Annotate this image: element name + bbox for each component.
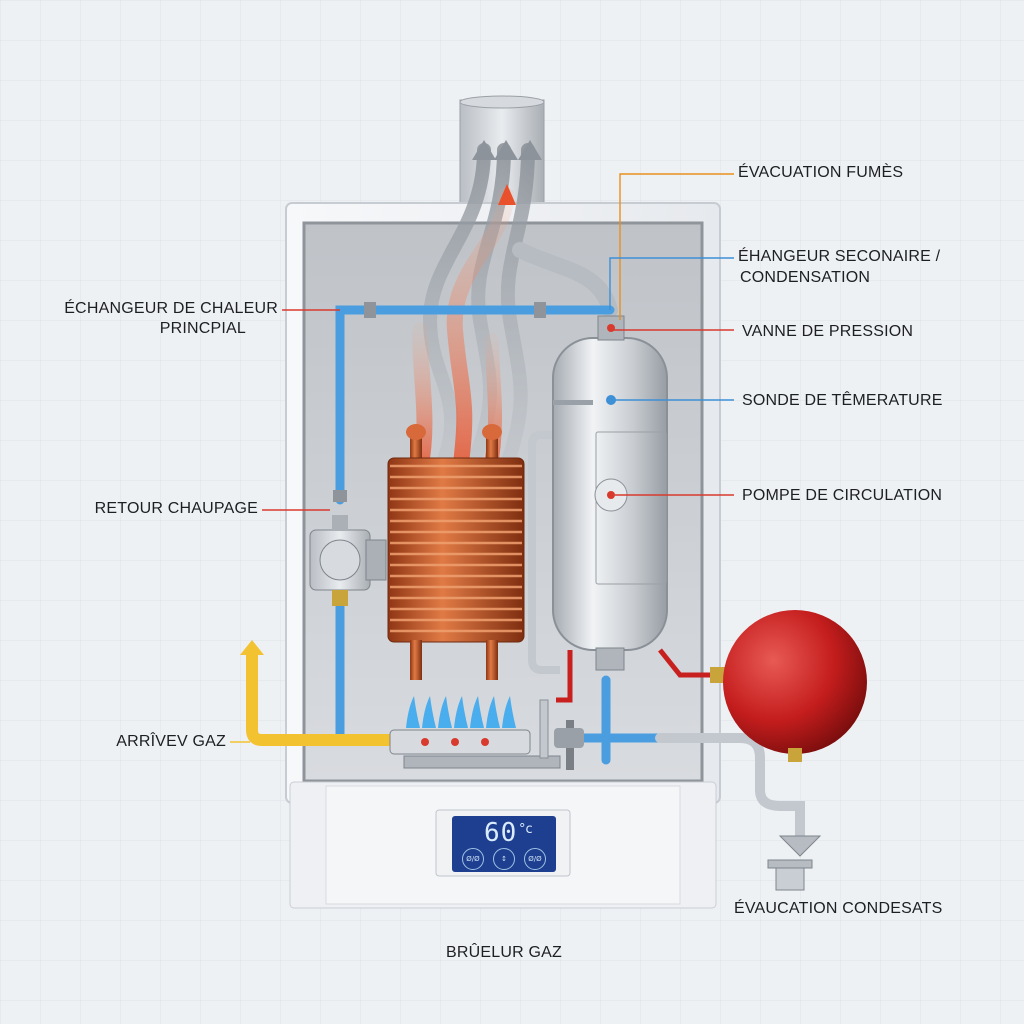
label-evacuation-condensats: ÉVAUCATION CONDESATS bbox=[734, 900, 943, 917]
display-button-center[interactable]: ↕ bbox=[493, 848, 515, 870]
label-bruleur-gaz: BRÛELUR GAZ bbox=[446, 944, 562, 961]
gas-burner bbox=[389, 696, 584, 770]
flue-connection-pipe bbox=[512, 242, 618, 318]
display-temperature: 60 bbox=[484, 818, 518, 848]
label-vanne-pression: VANNE DE PRESSION bbox=[742, 323, 914, 340]
label-retour-chauffage: RETOUR CHAUPAGE bbox=[94, 500, 258, 517]
condensate-pipe bbox=[655, 733, 805, 845]
expansion-vessel bbox=[710, 610, 867, 762]
display-button-left[interactable]: Ø/Ø bbox=[462, 848, 484, 870]
label-evacuation-fumes: ÉVACUATION FUMÈS bbox=[738, 164, 904, 181]
exhaust-flow bbox=[412, 143, 535, 478]
main-heat-exchanger bbox=[387, 424, 525, 680]
label-sonde-temperature: SONDE DE TÊMERATURE bbox=[742, 392, 943, 409]
label-echangeur-secondaire-1: ÉHANGEUR SECONAIRE / bbox=[738, 248, 941, 265]
display-button-right[interactable]: Ø/Ø bbox=[524, 848, 546, 870]
label-echangeur-principal-2: PRINCPIAL bbox=[159, 320, 246, 337]
return-valve bbox=[309, 515, 387, 606]
gas-pipe bbox=[246, 650, 390, 746]
exhaust-arrows bbox=[472, 140, 542, 205]
label-echangeur-secondaire-2: CONDENSATION bbox=[740, 269, 871, 286]
label-arrivee-gaz: ARRÎVEV GAZ bbox=[116, 733, 226, 750]
display-unit: °c bbox=[519, 822, 533, 837]
leader-lines bbox=[230, 173, 734, 743]
label-echangeur-principal-1: ÉCHANGEUR DE CHALEUR bbox=[64, 300, 278, 317]
secondary-exchanger-tank bbox=[552, 315, 668, 671]
condensate-outlet bbox=[767, 835, 822, 891]
label-pompe-circulation: POMPE DE CIRCULATION bbox=[742, 487, 943, 504]
